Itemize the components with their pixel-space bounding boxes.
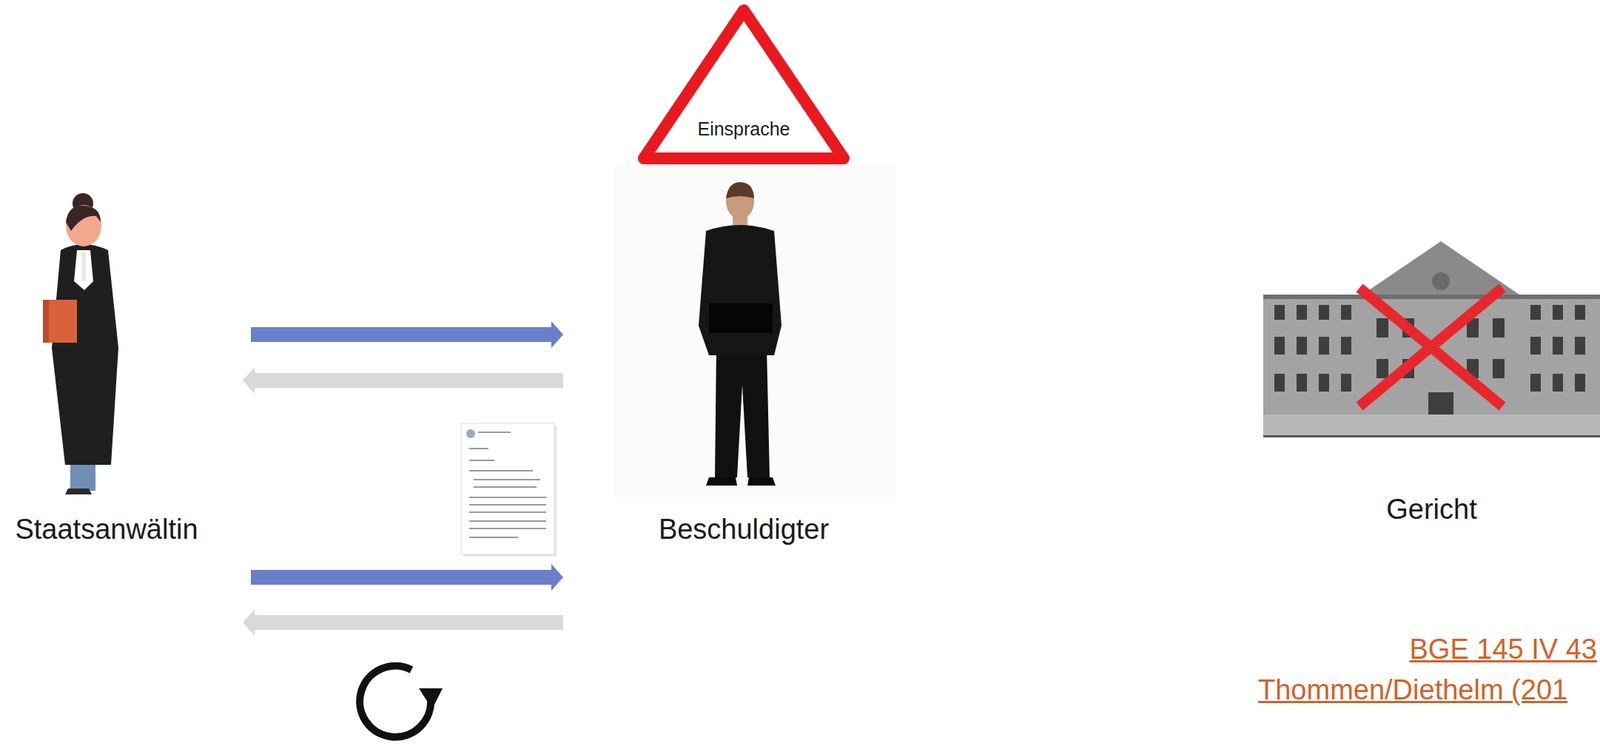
flow-arrow [242,609,564,636]
prosecutor-node: Staatsanwältin [5,188,208,546]
repeat-cycle [359,666,443,738]
court-node: Gericht [1263,236,1600,526]
flow-arrow [250,321,564,348]
prosecutor-figure [42,193,119,495]
defendant-node: Beschuldigter [643,177,844,546]
document-icon [461,423,557,557]
flow-arrow [242,367,564,394]
court-building [1263,241,1600,438]
node-label: Gericht [1233,492,1600,526]
node-label: Staatsanwältin [0,512,237,546]
reference-link: Thommen/Diethelm (201 [1258,674,1568,707]
flow-arrow [250,563,564,591]
triangle-outline [633,0,855,169]
defendant-figure [614,164,896,502]
warning-text: Einsprache [633,118,855,140]
node-label: Beschuldigter [614,512,874,546]
warning-triangle: Einsprache [633,0,855,169]
reference-link: BGE 145 IV 43 [1409,633,1598,666]
